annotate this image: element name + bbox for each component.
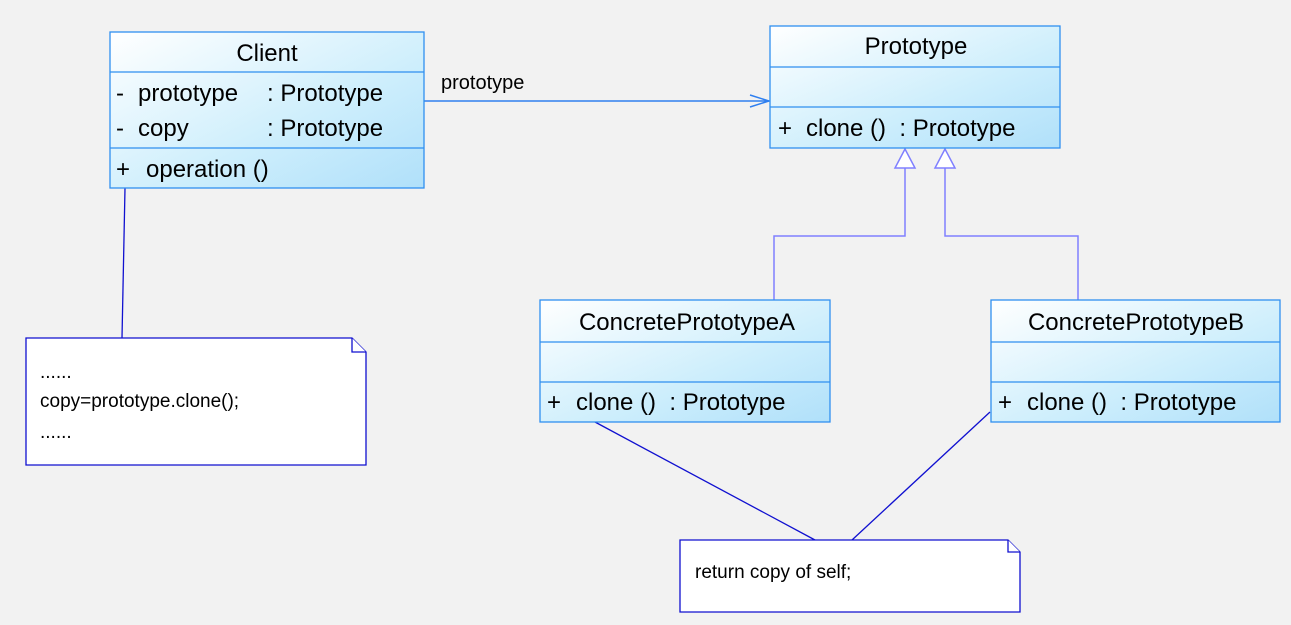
class-name: ConcretePrototypeA: [579, 309, 795, 336]
class-concrete-prototype-b[interactable]: ConcretePrototypeB + clone () : Prototyp…: [990, 299, 1281, 423]
attribute-name: copy: [138, 115, 189, 142]
visibility: +: [116, 156, 130, 183]
visibility: +: [547, 389, 561, 416]
inheritance-triangle-icon: [933, 147, 957, 169]
note-line: ......: [40, 422, 72, 443]
attribute-type: : Prototype: [267, 80, 383, 107]
visibility: +: [998, 389, 1012, 416]
class-concrete-prototype-a[interactable]: ConcretePrototypeA + clone () : Prototyp…: [539, 299, 831, 423]
visibility: -: [116, 80, 124, 107]
inheritance-triangle-icon: [893, 147, 917, 169]
generalization-a[interactable]: [773, 147, 917, 300]
class-name: Client: [236, 40, 298, 67]
operation: clone () : Prototype: [576, 389, 785, 416]
operation: operation (): [146, 156, 269, 183]
note-clone[interactable]: return copy of self;: [679, 539, 1021, 613]
note-line: copy=prototype.clone();: [40, 391, 239, 412]
note-line: ......: [40, 362, 72, 383]
note-link-a: [594, 421, 816, 541]
class-name: Prototype: [865, 33, 968, 60]
visibility: +: [778, 115, 792, 142]
note-link-b: [851, 411, 991, 541]
attribute-type: : Prototype: [267, 115, 383, 142]
note-client[interactable]: ...... copy=prototype.clone(); ......: [25, 337, 367, 466]
note-link-client: [121, 187, 126, 339]
class-name: ConcretePrototypeB: [1028, 309, 1244, 336]
class-client[interactable]: Client - prototype : Prototype - copy : …: [109, 31, 425, 189]
operation: clone () : Prototype: [806, 115, 1015, 142]
open-arrow-icon: [749, 94, 772, 108]
generalization-b[interactable]: [933, 147, 1079, 300]
attribute-name: prototype: [138, 80, 238, 107]
association-client-prototype[interactable]: prototype: [424, 72, 772, 108]
class-prototype[interactable]: Prototype + clone () : Prototype: [769, 25, 1061, 149]
association-label: prototype: [441, 72, 524, 94]
note-line: return copy of self;: [695, 562, 851, 583]
visibility: -: [116, 115, 124, 142]
operation: clone () : Prototype: [1027, 389, 1236, 416]
